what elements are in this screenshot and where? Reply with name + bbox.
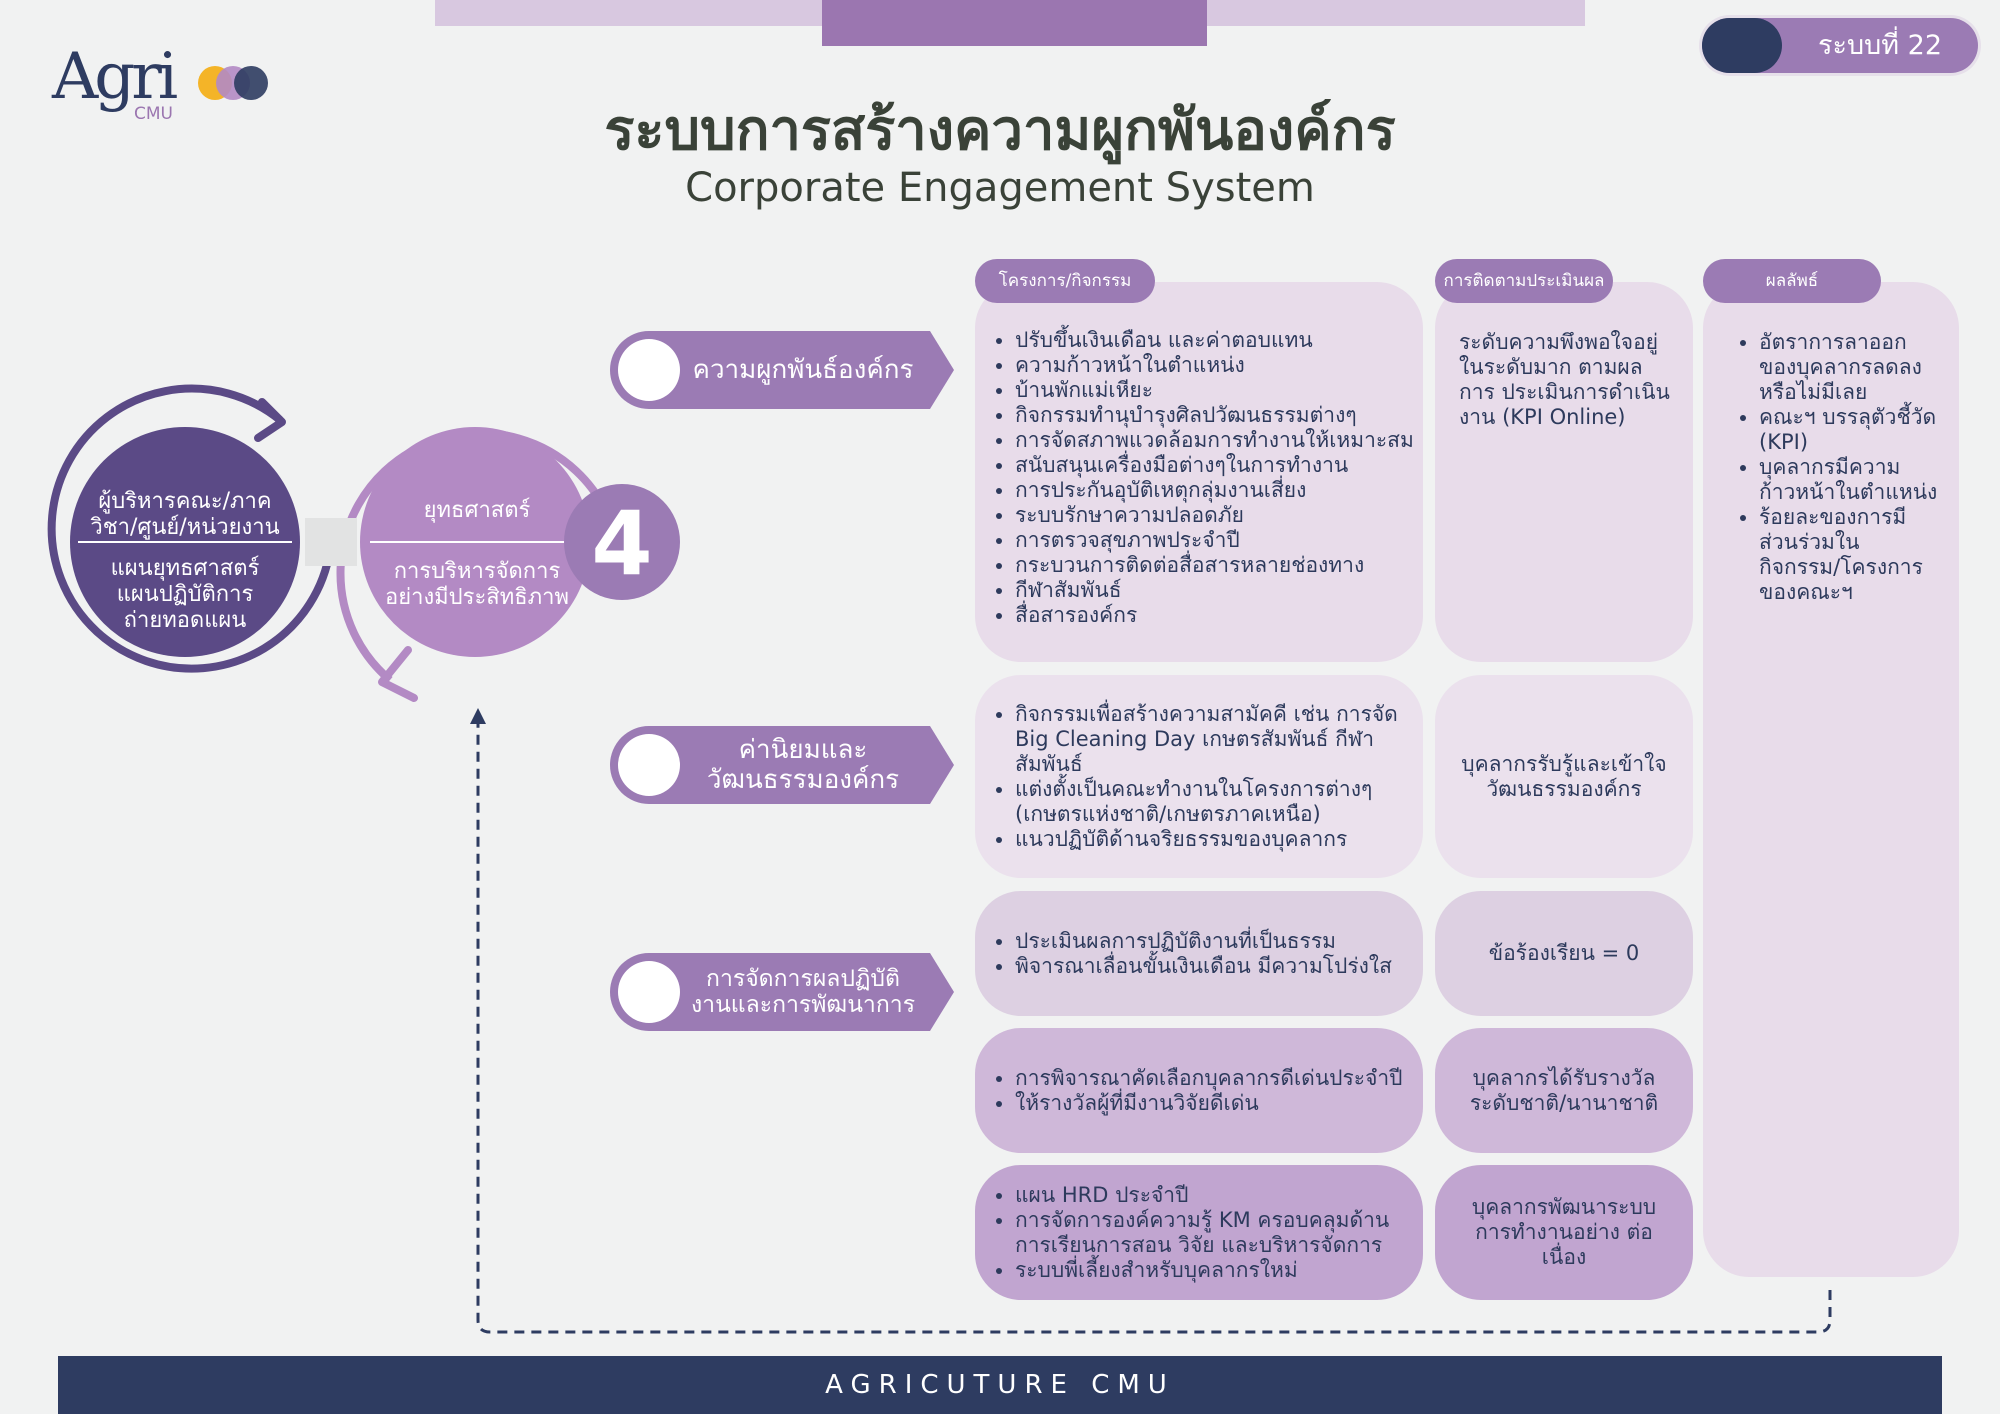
leader-title: ผู้บริหารคณะ/ภาค วิชา/ศูนย์/หน่วยงาน xyxy=(90,489,280,540)
feedback-loop-line xyxy=(470,708,1832,1334)
page-title: ระบบการสร้างความผูกพันองค์กร xyxy=(604,98,1396,163)
category-knob xyxy=(618,734,680,796)
category-label: ค่านิยมและ วัฒนธรรมองค์กร xyxy=(706,735,900,795)
list-item: ปรับขึ้นเงินเดือน และค่าตอบแทน xyxy=(1015,328,1423,353)
list-item: กระบวนการติดต่อสื่อสารหลายช่องทาง xyxy=(1015,553,1423,578)
list-item: ระบบพี่เลี้ยงสำหรับบุคลากรใหม่ xyxy=(1015,1258,1403,1283)
page-subtitle: Corporate Engagement System xyxy=(685,165,1315,211)
list-item: ร้อยละของการมี ส่วนร่วมใน กิจกรรม/โครงกา… xyxy=(1759,505,1945,605)
list-item: แต่งตั้งเป็นคณะทำงานในโครงการต่างๆ (เกษต… xyxy=(1015,777,1403,827)
list-item: สื่อสารองค์กร xyxy=(1015,603,1423,628)
strategy-title: ยุทธศาสตร์ xyxy=(423,497,531,523)
list-item: พิจารณาเลื่อนขั้นเงินเดือน มีความโปร่งใส xyxy=(1015,954,1392,979)
monitoring-panel-5: บุคลากรพัฒนาระบบ การทำงานอย่าง ต่อเนื่อง xyxy=(1435,1165,1693,1300)
list-item: การจัดสภาพแวดล้อมการทำงานให้เหมาะสม xyxy=(1015,428,1423,453)
projects-list-4: การพิจารณาคัดเลือกบุคลากรดีเด่นประจำปี ใ… xyxy=(975,1066,1403,1116)
projects-panel-4: การพิจารณาคัดเลือกบุคลากรดีเด่นประจำปี ใ… xyxy=(975,1028,1423,1153)
category-knob xyxy=(618,339,680,401)
list-item: แนวปฏิบัติด้านจริยธรรมของบุคลากร xyxy=(1015,827,1403,852)
list-item: ให้รางวัลผู้ที่มีงานวิจัยดีเด่น xyxy=(1015,1091,1403,1116)
cycle-arc-left xyxy=(47,384,334,673)
list-item: อัตราการลาออก ของบุคลากรลดลง หรือไม่มีเล… xyxy=(1759,330,1945,405)
list-item: บุคลากรมีความ ก้าวหน้าในตำแหน่ง xyxy=(1759,455,1945,505)
list-item: บ้านพักแม่เหียะ xyxy=(1015,378,1423,403)
category-arrow-tip xyxy=(930,331,954,409)
projects-list-1: ปรับขึ้นเงินเดือน และค่าตอบแทน ความก้าวห… xyxy=(975,328,1423,628)
cycle-arrow-left-icon xyxy=(254,398,286,442)
list-item: กิจกรรมเพื่อสร้างความสามัคคี เช่น การจัด… xyxy=(1015,702,1403,777)
strategy-subtitle: การบริหารจัดการ อย่างมีประสิทธิภาพ xyxy=(384,559,569,610)
projects-list-5: แผน HRD ประจำปี การจัดการองค์ความรู้ KM … xyxy=(975,1183,1423,1283)
cycle-arrow-right-icon xyxy=(378,646,418,702)
badge-label: ระบบที่ 22 xyxy=(1817,30,1943,61)
category-label: การจัดการผลปฏิบัติ งานและการพัฒนาการ xyxy=(690,966,916,1018)
list-item: การประกันอุบัติเหตุกลุ่มงานเสี่ยง xyxy=(1015,478,1423,503)
projects-panel-3: ประเมินผลการปฏิบัติงานที่เป็นธรรม พิจารณ… xyxy=(975,891,1423,1016)
projects-panel-5: แผน HRD ประจำปี การจัดการองค์ความรู้ KM … xyxy=(975,1165,1423,1300)
category-arrow-tip xyxy=(930,726,954,804)
column-tag-monitoring: การติดตามประเมินผล xyxy=(1435,259,1613,303)
footer-bar: AGRICUTURE CMU xyxy=(58,1356,1942,1414)
monitoring-panel-1: ระดับความพึงพอใจอยู่ ในระดับมาก ตามผลการ… xyxy=(1435,282,1693,662)
list-item: ความก้าวหน้าในตำแหน่ง xyxy=(1015,353,1423,378)
list-item: คณะฯ บรรลุตัวชี้วัด (KPI) xyxy=(1759,405,1945,455)
list-item: กีฬาสัมพันธ์ xyxy=(1015,578,1423,603)
management-cycle-diagram xyxy=(47,384,680,702)
list-item: สนับสนุนเครื่องมือต่างๆในการทำงาน xyxy=(1015,453,1423,478)
outcomes-list: อัตราการลาออก ของบุคลากรลดลง หรือไม่มีเล… xyxy=(1703,330,1959,605)
list-item: ประเมินผลการปฏิบัติงานที่เป็นธรรม xyxy=(1015,929,1392,954)
leader-plans: แผนยุทธศาสตร์ แผนปฏิบัติการ ถ่ายทอดแผน xyxy=(110,556,260,633)
list-item: แผน HRD ประจำปี xyxy=(1015,1183,1403,1208)
cycle-connector xyxy=(305,518,357,566)
number-circle xyxy=(564,484,680,600)
category-performance: การจัดการผลปฏิบัติ งานและการพัฒนาการ xyxy=(610,953,954,1031)
list-item: การพิจารณาคัดเลือกบุคลากรดีเด่นประจำปี xyxy=(1015,1066,1403,1091)
outcomes-panel: อัตราการลาออก ของบุคลากรลดลง หรือไม่มีเล… xyxy=(1703,282,1959,1277)
category-engagement: ความผูกพันธ์องค์กร xyxy=(610,331,954,409)
monitoring-panel-3: ข้อร้องเรียน = 0 xyxy=(1435,891,1693,1016)
logo-mark: Agri xyxy=(52,40,178,114)
monitoring-panel-4: บุคลากรได้รับรางวัล ระดับชาติ/นานาชาติ xyxy=(1435,1028,1693,1153)
list-item: กิจกรรมทำนุบำรุงศิลปวัฒนธรรมต่างๆ xyxy=(1015,403,1423,428)
column-tag-outcomes: ผลลัพธ์ xyxy=(1703,259,1881,303)
logo-dot-navy xyxy=(234,66,268,100)
list-item: การตรวจสุขภาพประจำปี xyxy=(1015,528,1423,553)
top-bar-accent xyxy=(822,0,1207,46)
category-knob xyxy=(618,961,680,1023)
projects-list-3: ประเมินผลการปฏิบัติงานที่เป็นธรรม พิจารณ… xyxy=(975,929,1392,979)
monitoring-panel-2: บุคลากรรับรู้และเข้าใจ วัฒนธรรมองค์กร xyxy=(1435,675,1693,878)
logo-sub: CMU xyxy=(134,104,173,124)
system-number-badge: ระบบที่ 22 xyxy=(1702,18,1978,73)
strategy-number: 4 xyxy=(591,492,653,595)
feedback-arrow-icon xyxy=(470,708,486,724)
agri-cmu-logo: Agri CMU xyxy=(52,40,282,140)
category-label: ความผูกพันธ์องค์กร xyxy=(692,355,914,385)
projects-panel-2: กิจกรรมเพื่อสร้างความสามัคคี เช่น การจัด… xyxy=(975,675,1423,878)
feedback-dashed-path xyxy=(476,720,1832,1334)
column-tag-projects: โครงการ/กิจกรรม xyxy=(975,259,1155,303)
projects-list-2: กิจกรรมเพื่อสร้างความสามัคคี เช่น การจัด… xyxy=(975,702,1423,852)
list-item: ระบบรักษาความปลอดภัย xyxy=(1015,503,1423,528)
list-item: การจัดการองค์ความรู้ KM ครอบคลุมด้าน การ… xyxy=(1015,1208,1403,1258)
category-values-culture: ค่านิยมและ วัฒนธรรมองค์กร xyxy=(610,726,954,804)
projects-panel-1: ปรับขึ้นเงินเดือน และค่าตอบแทน ความก้าวห… xyxy=(975,282,1423,662)
category-arrow-tip xyxy=(930,953,954,1031)
badge-accent xyxy=(1702,18,1782,73)
